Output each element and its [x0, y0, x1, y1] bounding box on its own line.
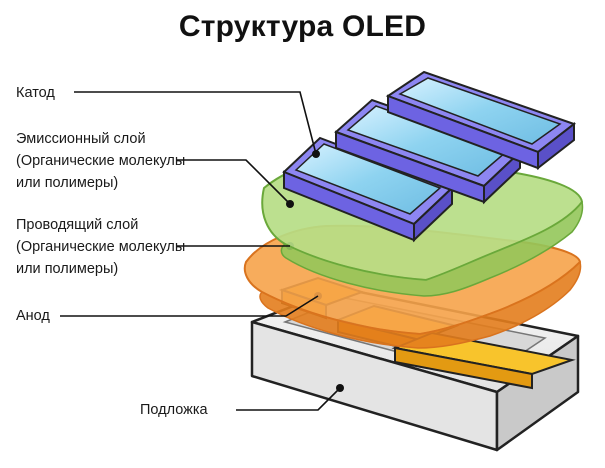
- label-emissive-line2: (Органические молекулы: [16, 153, 186, 169]
- label-conductive: Проводящий слой (Органические молекулы и…: [16, 214, 185, 280]
- label-conductive-line2: (Органические молекулы: [16, 239, 186, 255]
- label-conductive-line1: Проводящий слой: [16, 217, 139, 233]
- label-anode-text: Анод: [16, 308, 50, 324]
- anode-leader: [60, 295, 319, 317]
- label-emissive-line1: Эмиссионный слой: [16, 131, 146, 147]
- label-anode: Анод: [16, 305, 50, 327]
- label-cathode: Катод: [16, 82, 55, 104]
- leader-lines: [60, 91, 341, 411]
- substrate-leader: [236, 387, 341, 411]
- label-emissive-line3: или полимеры): [16, 175, 119, 191]
- label-substrate: Подложка: [140, 399, 208, 421]
- label-conductive-line3: или полимеры): [16, 261, 119, 277]
- label-emissive: Эмиссионный слой (Органические молекулы …: [16, 128, 185, 194]
- page-title: Структура OLED: [178, 10, 427, 43]
- label-cathode-text: Катод: [16, 85, 55, 101]
- label-substrate-text: Подложка: [140, 402, 208, 418]
- emissive-leader: [176, 159, 291, 205]
- cathode-leader: [74, 91, 317, 155]
- cathode-layer: [282, 70, 577, 243]
